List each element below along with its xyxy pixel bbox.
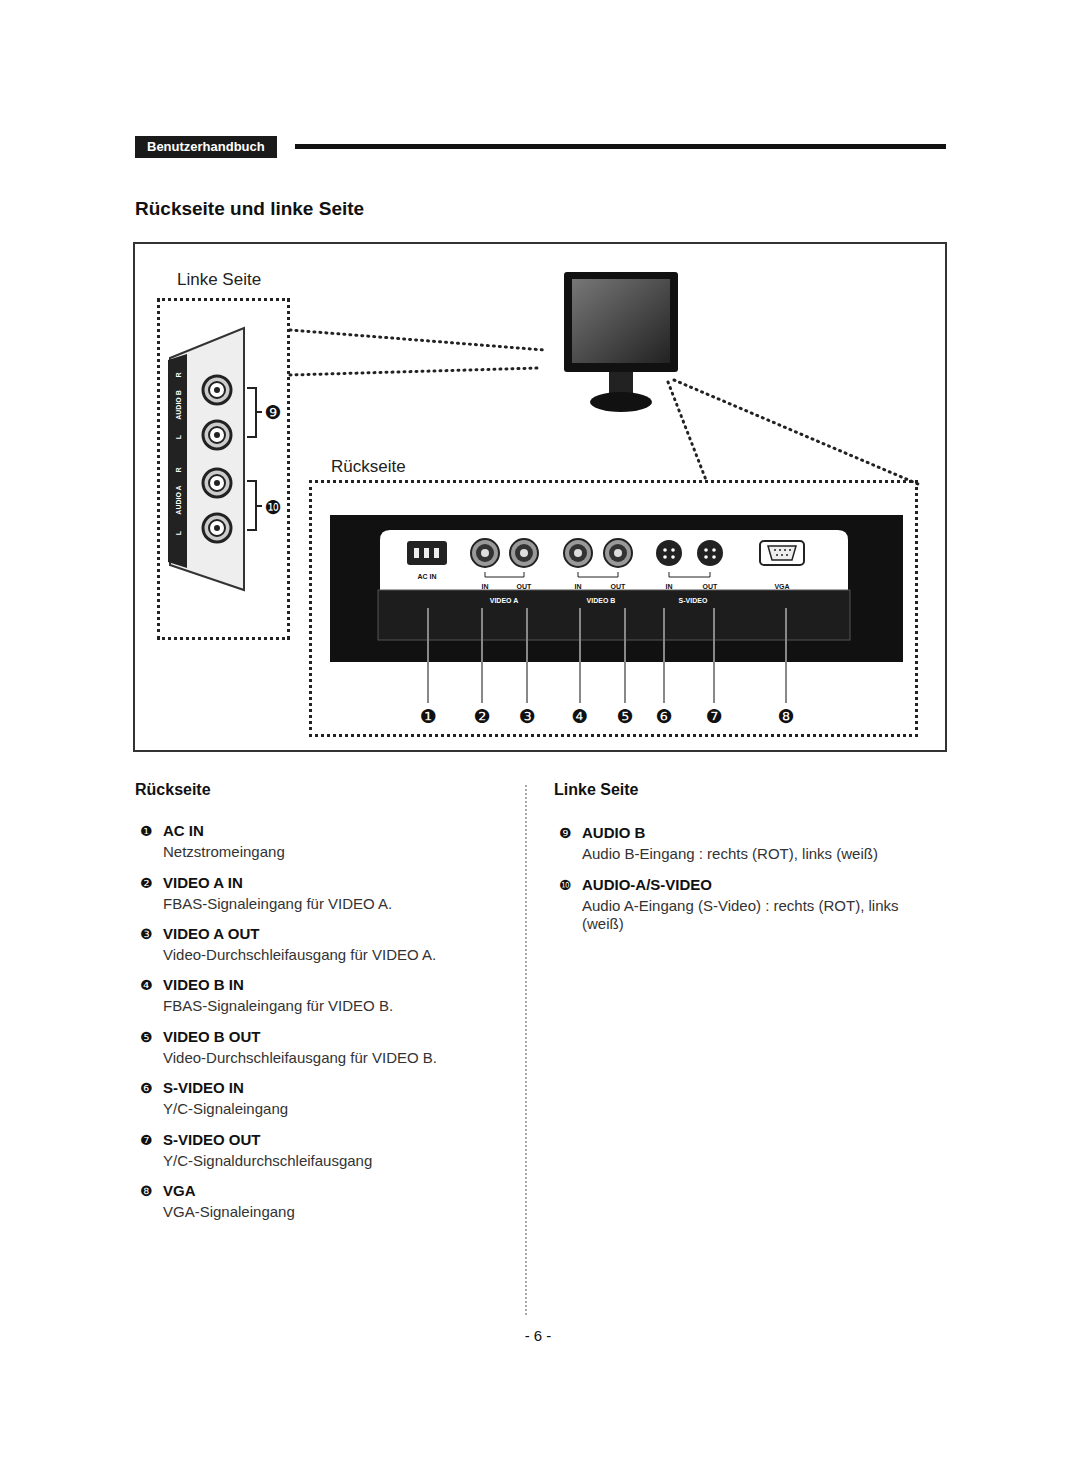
- channel-label: L: [175, 531, 182, 535]
- group-label: S-VIDEO: [679, 597, 708, 604]
- callout-number: ❻: [655, 705, 672, 727]
- callout-number: ❼: [140, 1131, 153, 1149]
- callout-region: Rückseite: [309, 480, 918, 737]
- callout-number: ❿: [559, 876, 572, 894]
- port-label: AUDIO B: [175, 390, 182, 420]
- rear-panel: [330, 515, 903, 662]
- callout-number: ❿: [264, 496, 281, 518]
- port-label: OUT: [611, 583, 626, 590]
- channel-label: R: [175, 372, 182, 377]
- callout-number: ❾: [264, 401, 281, 423]
- page-title: Rückseite und linke Seite: [135, 198, 364, 220]
- callout-number: ❷: [140, 874, 153, 892]
- port-name: AUDIO B: [582, 824, 645, 842]
- callout-number: ❷: [473, 705, 490, 727]
- dotted-pointer: [290, 330, 918, 484]
- callout-number: ❶: [419, 705, 436, 727]
- group-label: VIDEO A: [490, 597, 519, 604]
- port-label: AUDIO A: [175, 485, 182, 514]
- callout-number: ❽: [777, 705, 794, 727]
- header-label: Benutzerhandbuch: [147, 139, 265, 154]
- port-description: Video-Durchschleifausgang für VIDEO A.: [163, 946, 436, 964]
- callout-number: ❻: [140, 1079, 153, 1097]
- region-heading: Rückseite: [331, 457, 406, 477]
- port-description: Audio A-Eingang (S-Video) : rechts (ROT)…: [582, 897, 942, 933]
- port-label: VGA: [774, 583, 789, 590]
- section-heading: Rückseite: [135, 781, 211, 799]
- channel-label: R: [175, 467, 182, 472]
- port-name: S-VIDEO OUT: [163, 1131, 261, 1149]
- callout-number: ❹: [571, 705, 588, 727]
- port-description: Y/C-Signaleingang: [163, 1100, 288, 1118]
- callout-number: ❺: [140, 1028, 153, 1046]
- header-rule: [295, 144, 946, 149]
- port-description: Y/C-Signaldurchschleifausgang: [163, 1152, 372, 1170]
- frame: [134, 243, 946, 751]
- port-description: FBAS-Signaleingang für VIDEO A.: [163, 895, 392, 913]
- header-tab: Benutzerhandbuch: [135, 136, 277, 158]
- port-description: FBAS-Signaleingang für VIDEO B.: [163, 997, 393, 1015]
- region-heading: Linke Seite: [177, 270, 261, 290]
- port-name: VIDEO B IN: [163, 976, 244, 994]
- port-description: VGA-Signaleingang: [163, 1203, 295, 1221]
- port-label: IN: [666, 583, 673, 590]
- callout-number: ❽: [140, 1182, 153, 1200]
- group-label: VIDEO B: [587, 597, 616, 604]
- callout-number: ❸: [518, 705, 535, 727]
- port-label: AC IN: [417, 573, 436, 580]
- port-label: OUT: [703, 583, 718, 590]
- leader-line: [428, 608, 786, 703]
- port-name: VIDEO A IN: [163, 874, 243, 892]
- callout-number: ❼: [705, 705, 722, 727]
- callout-number: ❶: [140, 822, 153, 840]
- port-label: OUT: [517, 583, 532, 590]
- port-name: VIDEO A OUT: [163, 925, 259, 943]
- port-description: Netzstromeingang: [163, 843, 285, 861]
- port-label: IN: [482, 583, 489, 590]
- section-heading: Linke Seite: [554, 781, 638, 799]
- page-number: - 6 -: [525, 1327, 552, 1344]
- port-name: VIDEO B OUT: [163, 1028, 261, 1046]
- port-description: Audio B-Eingang : rechts (ROT), links (w…: [582, 845, 878, 863]
- port-description: Video-Durchschleifausgang für VIDEO B.: [163, 1049, 437, 1067]
- port-name: AUDIO-A/S-VIDEO: [582, 876, 712, 894]
- callout-number: ❺: [616, 705, 633, 727]
- monitor: [564, 272, 678, 412]
- port-label: IN: [575, 583, 582, 590]
- callout-number: ❾: [559, 824, 572, 842]
- callout-number: ❸: [140, 925, 153, 943]
- channel-label: L: [175, 435, 182, 439]
- port-name: S-VIDEO IN: [163, 1079, 244, 1097]
- column-divider: [526, 785, 527, 1315]
- port-name: VGA: [163, 1182, 196, 1200]
- port-name: AC IN: [163, 822, 204, 840]
- callout-number: ❹: [140, 976, 153, 994]
- side-panel: [168, 328, 262, 590]
